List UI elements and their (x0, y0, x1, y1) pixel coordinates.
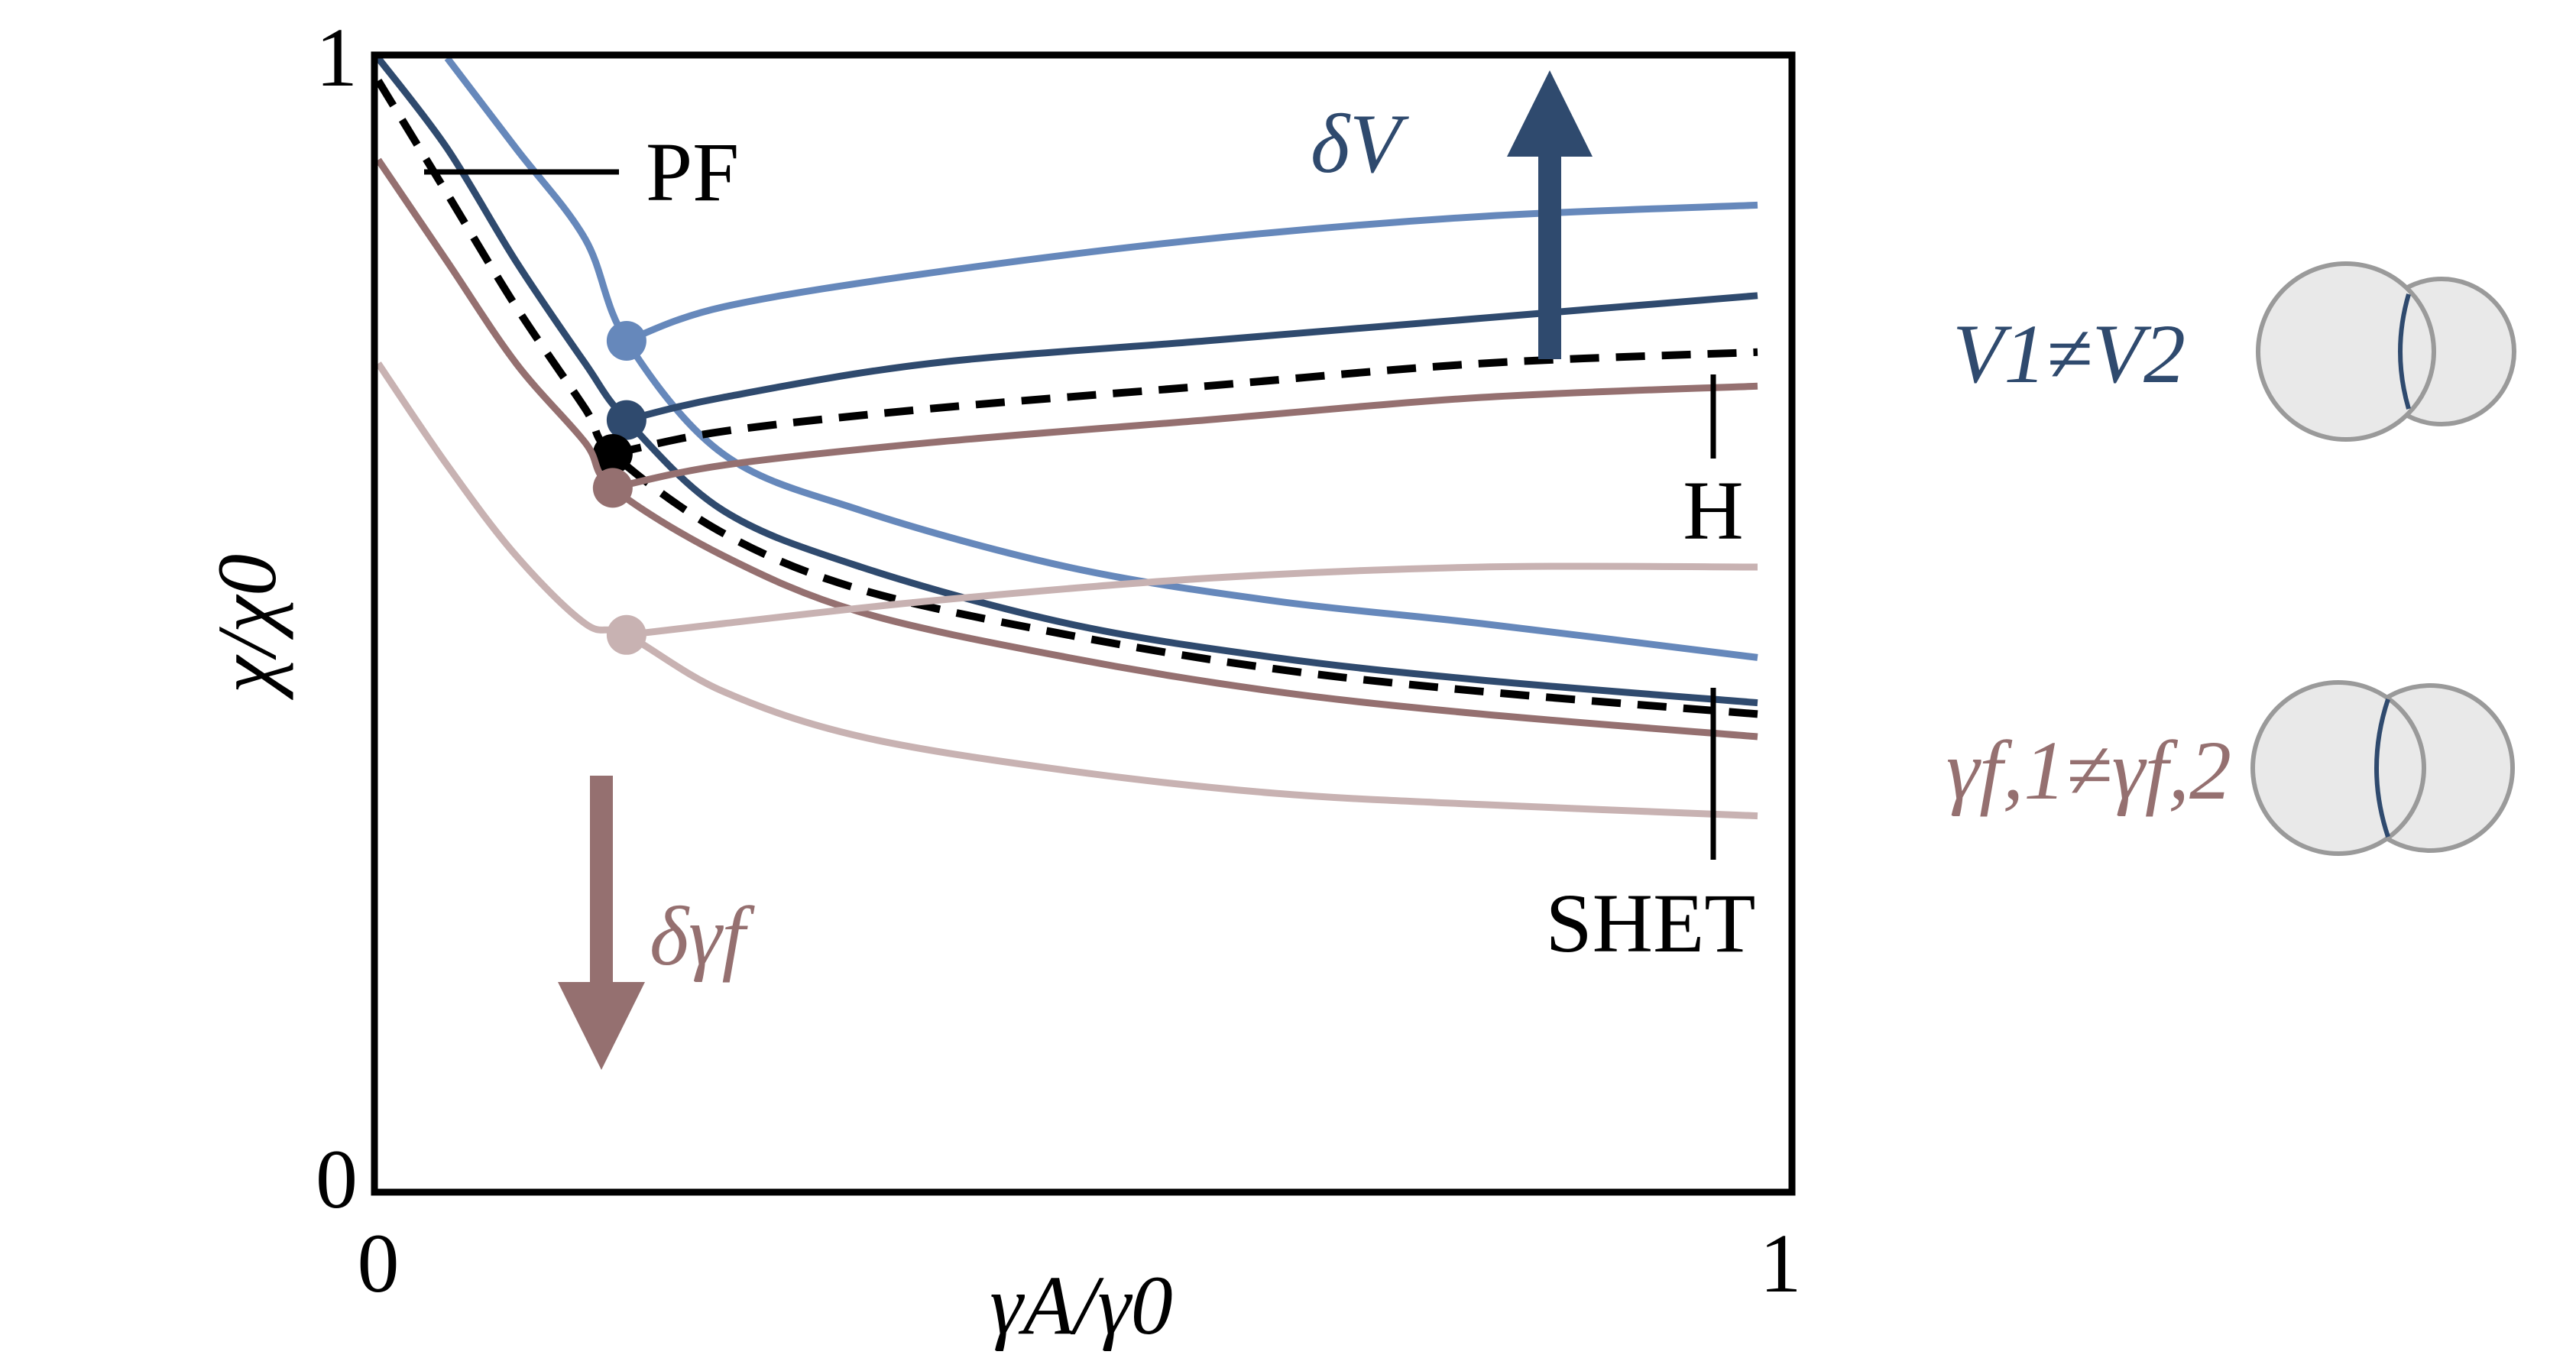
unequal-tension-droplets-icon (2250, 680, 2515, 856)
pf-label: PF (646, 125, 739, 219)
gamma-unequal-label: γf,1≠γf,2 (1946, 724, 2231, 817)
series-1-lower-branch (375, 56, 1758, 707)
series-0-upper-branch (625, 201, 1758, 345)
shet-label: SHET (1546, 877, 1756, 970)
series-4-branch-point (606, 614, 646, 655)
x-tick-left: 0 (358, 1217, 400, 1310)
delta-gamma-arrowhead (558, 982, 645, 1070)
series-1-branch-point (606, 400, 646, 440)
y-axis-label: χ/χ0 (200, 554, 293, 700)
delta-gamma-label: δγf (650, 890, 755, 983)
delta-v-arrowhead (1507, 70, 1593, 157)
series-0-lower-branch (444, 56, 1758, 661)
series-3-upper-branch (611, 382, 1758, 491)
series-4-lower-branch (375, 361, 1758, 820)
series-3-branch-point (592, 468, 633, 508)
series-2-lower-branch (374, 79, 1758, 718)
series-2-branch-point (592, 434, 633, 474)
x-tick-right: 1 (1760, 1217, 1802, 1310)
v-unequal-label: V1≠V2 (1952, 307, 2186, 400)
series-2-upper-branch (611, 348, 1758, 458)
plot-frame (371, 51, 1796, 1196)
h-label: H (1683, 464, 1743, 557)
delta-v-label: δV (1311, 97, 1409, 190)
series-0-branch-point (606, 321, 646, 361)
unequal-volume-droplets-icon (2256, 261, 2516, 442)
series-3-lower-branch (375, 157, 1758, 741)
y-tick-top: 1 (316, 11, 358, 104)
x-axis-label: γA/γ0 (990, 1259, 1172, 1352)
y-tick-bottom: 0 (316, 1133, 358, 1226)
series-4-upper-branch (626, 562, 1758, 639)
